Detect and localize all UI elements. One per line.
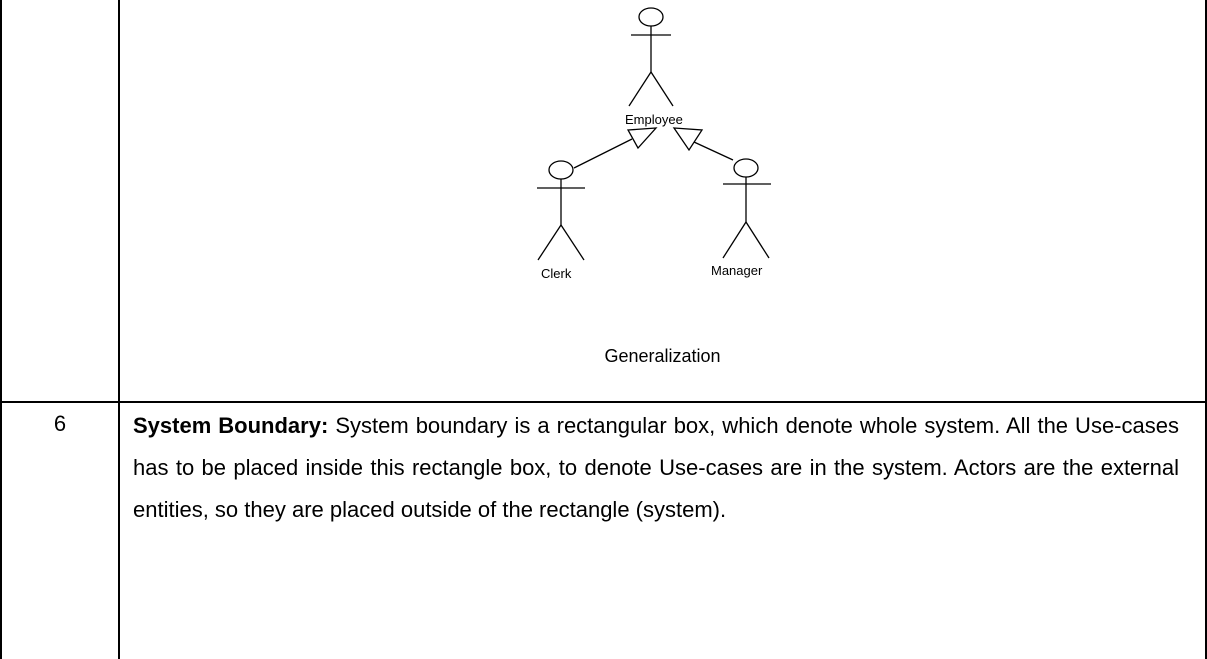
row-number: 6: [53, 411, 67, 436]
table-row-divider: [0, 401, 1207, 403]
term-heading: System Boundary:: [133, 413, 329, 438]
description-line-2: whole system. All the Use-cases has to b…: [133, 413, 1179, 480]
clerk-actor-figure: [537, 160, 585, 261]
table-right-border: [1205, 0, 1207, 659]
use-case-actor-diagram: [537, 7, 771, 261]
diagram-caption: Generalization: [604, 346, 721, 366]
clerk-generalization-arrow: [573, 127, 658, 169]
table-left-border: [0, 0, 2, 659]
manager-generalization-arrow: [672, 127, 734, 161]
description-line-1: System boundary is a rectangular box, wh…: [335, 413, 853, 438]
description-line-4: they are placed outside of the rectangle…: [244, 497, 727, 522]
row-description: System Boundary: System boundary is a re…: [133, 405, 1179, 531]
description-line-3: to denote Use-cases are in the system. A…: [133, 455, 1179, 522]
employee-label: Employee: [625, 112, 683, 127]
generalization-diagram: Employee Clerk Manager Generalization: [120, 0, 1205, 402]
employee-actor-figure: [628, 7, 674, 107]
manager-actor-figure: [722, 158, 771, 259]
clerk-label: Clerk: [541, 266, 572, 281]
manager-label: Manager: [711, 263, 763, 278]
table-column-divider: [118, 0, 120, 659]
